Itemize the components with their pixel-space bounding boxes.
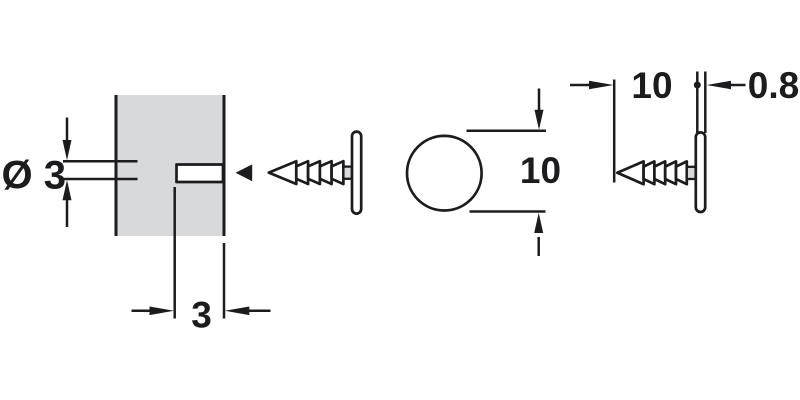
dim-head-arrow-down-icon bbox=[534, 109, 544, 130]
dim-depth-arrow-right-icon bbox=[149, 306, 174, 316]
dim-depth-arrow-left-icon bbox=[224, 306, 250, 316]
hole-diameter-dimension: Ø 3 bbox=[2, 117, 138, 227]
dim-head-arrow-up-icon bbox=[534, 212, 544, 233]
hole-depth-label: 3 bbox=[191, 295, 212, 336]
head-thickness-dimension: 0.8 bbox=[693, 65, 799, 133]
pin-head-front-view: 10 bbox=[405, 88, 561, 256]
pin-head-front-circle bbox=[405, 134, 483, 212]
pin-length-dimension: 10 bbox=[570, 65, 673, 183]
pin-side-view-insertion bbox=[235, 130, 363, 215]
drill-hole-slot bbox=[175, 163, 225, 184]
dim-length-arrow-right-icon bbox=[589, 80, 614, 90]
head-diameter-label: 10 bbox=[520, 150, 561, 191]
pin-side-view-dimensioned bbox=[615, 131, 707, 214]
pin-head-side bbox=[350, 130, 363, 215]
pin-barb bbox=[294, 159, 310, 186]
insertion-direction-arrow-icon bbox=[235, 164, 253, 182]
pin2-barb bbox=[653, 160, 667, 186]
pin-barb bbox=[330, 159, 345, 186]
head-thickness-label: 0.8 bbox=[748, 65, 799, 106]
panel-section-view bbox=[114, 95, 226, 236]
pin2-tip-cone bbox=[615, 160, 645, 186]
pin2-barb bbox=[674, 160, 689, 186]
pin-barb bbox=[318, 159, 333, 186]
pin-tip-cone bbox=[267, 159, 298, 186]
dim-hole-arrow-down-icon bbox=[62, 140, 72, 161]
pin-barb bbox=[306, 159, 322, 186]
dim-thickness-dot-icon bbox=[693, 81, 701, 89]
dim-hole-arrow-up-icon bbox=[62, 180, 72, 201]
dim-thickness-arrow-left-icon bbox=[706, 80, 731, 90]
pin2-head-side bbox=[694, 131, 707, 214]
pin-length-label: 10 bbox=[631, 65, 672, 106]
pin2-barb bbox=[663, 160, 678, 186]
pin2-barb bbox=[642, 160, 656, 186]
hole-depth-dimension: 3 bbox=[131, 187, 271, 336]
hole-diameter-label: Ø 3 bbox=[2, 154, 66, 198]
